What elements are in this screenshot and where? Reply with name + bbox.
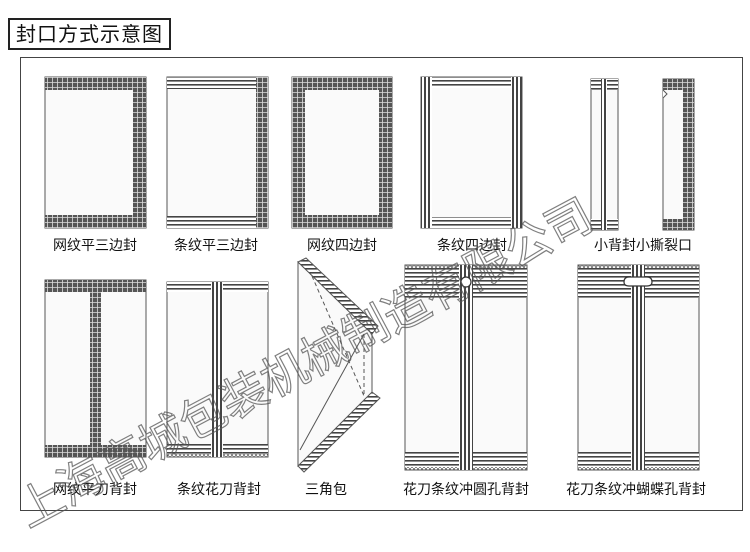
caption-mesh-flat-knife-back-seal: 网纹平刀背封 — [53, 482, 137, 498]
caption-stripe-three-side-seal: 条纹平三边封 — [174, 237, 258, 254]
bag-round-hole-back-seal — [404, 264, 528, 471]
bag-mesh-flat-knife-back-seal — [44, 279, 147, 458]
bag-small-tear-notch — [662, 78, 695, 231]
bag-stripe-four-side-seal — [420, 76, 523, 229]
caption-mesh-three-side-seal: 网纹平三边封 — [53, 238, 137, 254]
bag-mesh-three-side-seal — [44, 76, 147, 229]
caption-small-back-seal-tear-notch: 小背封小撕裂口 — [594, 238, 692, 254]
caption-triangle-pack: 三角包 — [305, 482, 347, 498]
caption-stripe-pattern-knife-back-seal: 条纹花刀背封 — [177, 481, 261, 498]
bag-small-back-seal — [590, 78, 619, 231]
diagram-frame — [20, 57, 743, 511]
caption-stripe-four-side-seal: 条纹四边封 — [437, 237, 507, 254]
bag-stripe-three-side-seal — [166, 76, 269, 229]
bag-triangle-pack — [297, 257, 381, 473]
diagram-title: 封口方式示意图 — [8, 18, 171, 50]
caption-mesh-four-side-seal: 网纹四边封 — [307, 238, 377, 254]
caption-butterfly-hole-back-seal: 花刀条纹冲蝴蝶孔背封 — [566, 481, 706, 498]
bag-butterfly-hole-back-seal — [577, 264, 700, 471]
bag-stripe-pattern-knife-back-seal — [166, 281, 269, 458]
bag-mesh-four-side-seal — [291, 76, 393, 229]
caption-round-hole-back-seal: 花刀条纹冲圆孔背封 — [403, 481, 529, 498]
